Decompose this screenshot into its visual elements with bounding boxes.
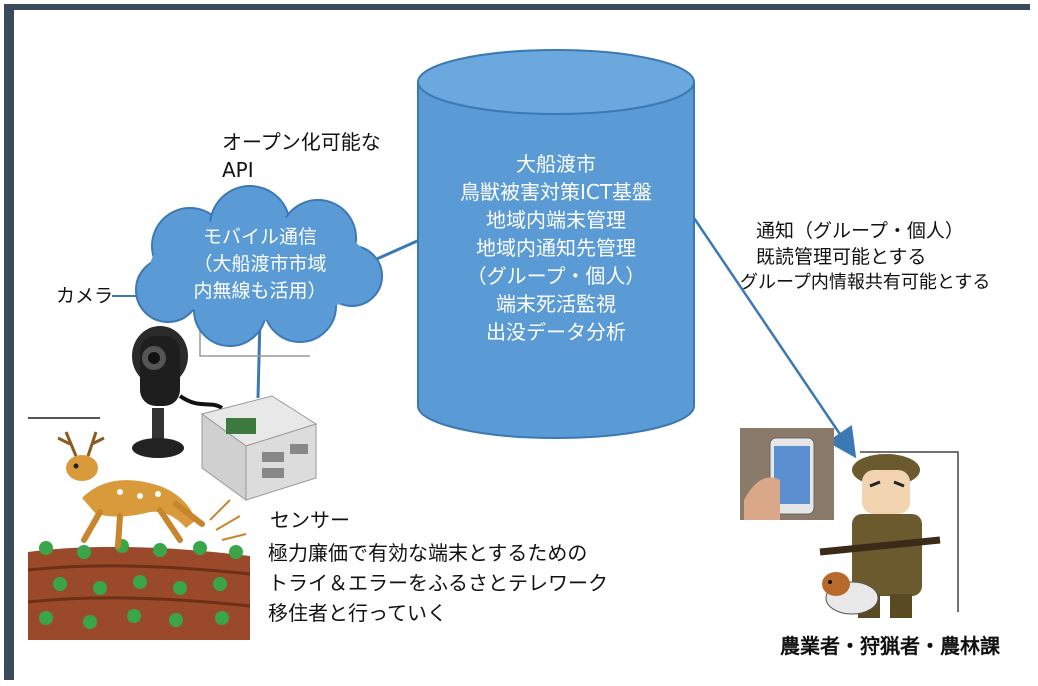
notify-text: 通知（グループ・個人） 既読管理可能とする グループ内情報共有可能とする (740, 218, 990, 296)
smartphone-photo (740, 428, 834, 520)
motion-lines-icon (209, 499, 247, 541)
api-label-line: API (222, 158, 254, 182)
notify-arrow (692, 217, 857, 459)
camera-icon (132, 326, 224, 458)
notify-line: グループ内情報共有可能とする (740, 272, 991, 293)
database-line: 大船渡市 (516, 152, 596, 176)
slide-frame (4, 4, 1030, 680)
cloud-line: モバイル通信 (202, 226, 317, 248)
users-label: 農業者・狩猟者・農林課 (780, 634, 1000, 658)
database-line: 地域内端末管理 (486, 208, 626, 232)
database-line: （グループ・個人） (466, 264, 646, 288)
trial-line: 移住者と行っていく (268, 601, 447, 625)
database-cylinder (417, 49, 695, 439)
hunter-icon (819, 454, 941, 618)
cloud-text: モバイル通信 （大船渡市市域 内無線も活用） (160, 224, 360, 305)
trial-line: 極力廉価で有効な端末とするための (268, 541, 588, 565)
cloud-line: （大船渡市市域 (193, 253, 327, 275)
database-line: 端末死活監視 (496, 292, 616, 316)
camera-label: カメラ (56, 285, 114, 307)
database-line: 鳥獣被害対策ICT基盤 (459, 180, 653, 204)
sensor-device-icon (200, 395, 318, 501)
farm-field-icon (27, 539, 251, 640)
database-line: 地域内通知先管理 (476, 236, 636, 260)
trial-line: トライ＆エラーをふるさとテレワーク (268, 571, 608, 595)
notify-line: 通知（グループ・個人） (756, 220, 964, 242)
mobile-cloud (135, 185, 383, 347)
device-bracket-line (199, 330, 310, 357)
database-text: 大船渡市 鳥獣被害対策ICT基盤 地域内端末管理 地域内通知先管理 （グループ・… (432, 150, 680, 346)
trial-text: 極力廉価で有効な端末とするための トライ＆エラーをふるさとテレワーク 移住者と行… (268, 538, 608, 628)
cloud-line: 内無線も活用） (193, 280, 327, 302)
dog-icon (822, 572, 879, 615)
user-frame-line (860, 451, 959, 612)
sensor-label: センサー (270, 508, 350, 532)
api-label-line: オープン化可能な (222, 130, 381, 154)
database-line: 出没データ分析 (486, 320, 626, 344)
api-label: オープン化可能な API (222, 128, 381, 184)
notify-line: 既読管理可能とする (756, 246, 927, 268)
deer-icon (57, 431, 205, 549)
